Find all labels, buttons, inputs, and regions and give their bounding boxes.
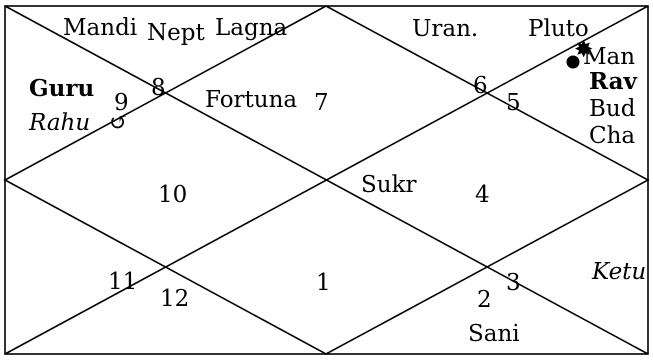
house-number-6: 6 bbox=[473, 73, 488, 99]
house-number-8: 8 bbox=[151, 75, 166, 101]
planet-lagna: Lagna bbox=[215, 15, 288, 41]
planet-pluto: Pluto bbox=[528, 16, 589, 42]
planet-nept: Nept bbox=[147, 20, 205, 46]
planet-labels: Mandi Nept Lagna Uran. Pluto Guru Rahu ↺… bbox=[28, 15, 646, 347]
house-number-4: 4 bbox=[475, 182, 490, 208]
house-number-5: 5 bbox=[506, 90, 521, 116]
house-number-1: 1 bbox=[316, 270, 331, 296]
house-number-7: 7 bbox=[314, 90, 329, 116]
retrograde-icon: ↺ bbox=[109, 110, 128, 136]
grid-line-center-diamond bbox=[3, 5, 650, 355]
planet-fortuna: Fortuna bbox=[205, 87, 297, 113]
house-number-3: 3 bbox=[506, 270, 521, 296]
house-number-12: 12 bbox=[160, 286, 189, 312]
planet-sani: Sani bbox=[468, 321, 520, 347]
planet-rahu: Rahu bbox=[28, 110, 90, 136]
house-numbers: 1 2 3 4 5 6 7 8 9 10 11 12 bbox=[108, 73, 521, 313]
planet-mangal: Man bbox=[583, 44, 635, 70]
planet-chandra: Cha bbox=[589, 123, 635, 149]
planet-guru: Guru bbox=[29, 75, 94, 102]
house-number-9: 9 bbox=[114, 90, 129, 116]
planet-ketu: Ketu bbox=[591, 259, 646, 285]
planet-budh: Bud bbox=[589, 96, 636, 122]
planet-uran: Uran. bbox=[412, 16, 478, 42]
house-number-11: 11 bbox=[108, 269, 137, 295]
house-number-2: 2 bbox=[477, 287, 492, 313]
planet-mandi: Mandi bbox=[63, 15, 137, 41]
house-number-10: 10 bbox=[158, 182, 187, 208]
combust-spark-icon: ✸ bbox=[574, 37, 593, 63]
planet-sukr: Sukr bbox=[361, 172, 417, 198]
grid-line-diagonal-b bbox=[4, 5, 649, 355]
combust-icon bbox=[566, 55, 580, 69]
planet-ravi: Rav bbox=[589, 68, 638, 95]
chart-grid bbox=[3, 5, 650, 355]
